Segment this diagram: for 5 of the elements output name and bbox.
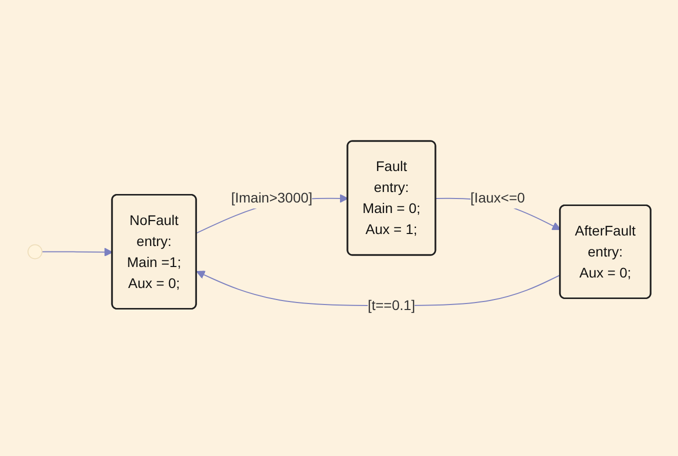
edge-label: [Iaux<=0 <box>470 189 525 205</box>
edge-label: [t==0.1] <box>367 296 415 312</box>
node-circle <box>27 244 42 259</box>
arrow <box>41 247 113 256</box>
edge-label: [Imain>3000] <box>230 189 312 205</box>
